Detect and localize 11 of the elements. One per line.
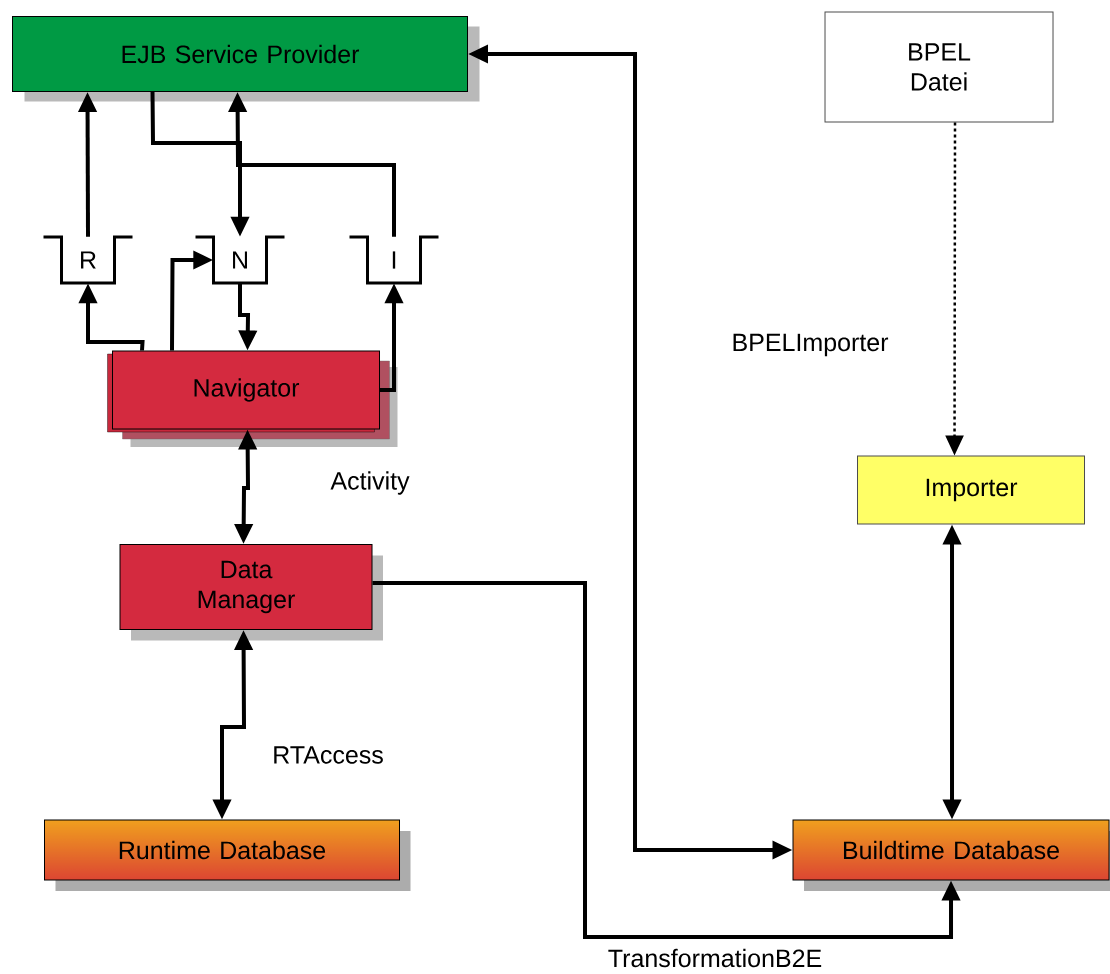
database-cylinder: Buildtime Database — [792, 819, 1110, 891]
edge-label: TransformationB2E — [606, 947, 824, 969]
edge-label: RTAccess — [271, 745, 385, 765]
process-box: Importer — [857, 455, 1085, 525]
file-box: BPEL Datei — [824, 11, 1054, 123]
process-box: EJB Service Provider — [12, 16, 480, 102]
edge-label: BPELImporter — [730, 332, 890, 358]
database-cylinder: Runtime Database — [44, 819, 411, 891]
process-box: Navigator — [107, 350, 398, 447]
edge-label: Activity — [329, 470, 411, 496]
process-box: Data Manager — [119, 544, 383, 641]
